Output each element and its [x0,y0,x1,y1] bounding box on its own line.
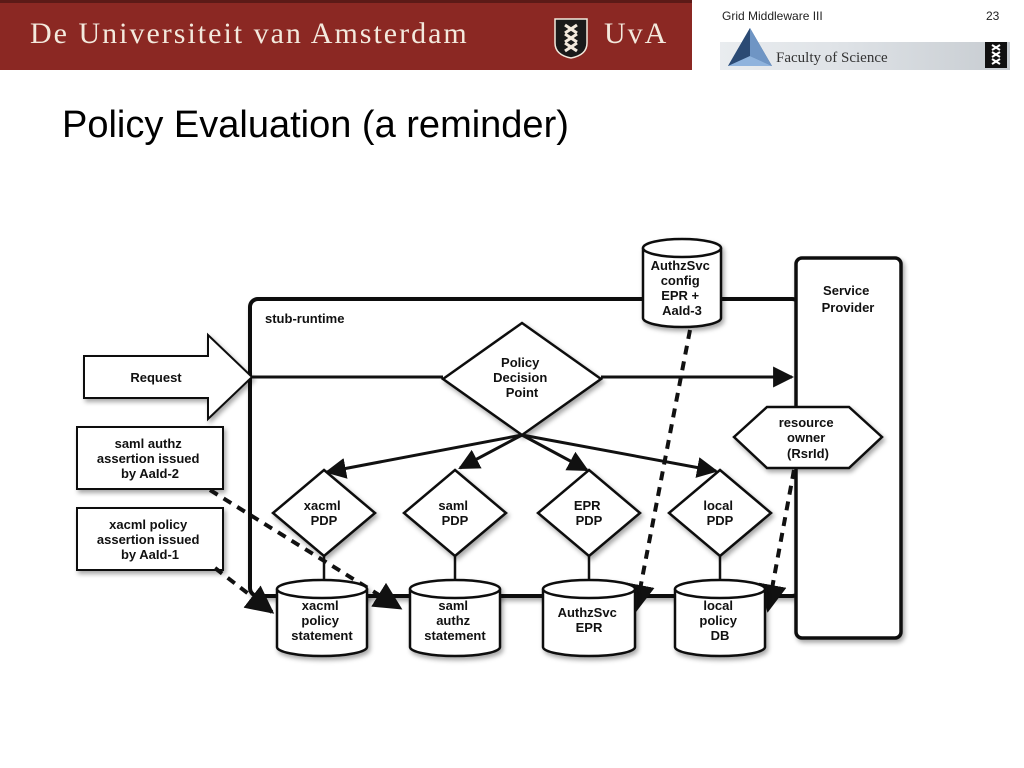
authz-config-cylinder [641,237,723,329]
local-pdp [667,468,773,558]
xacml-assertion-box [76,507,224,571]
epr-pdp-label: EPR PDP [574,498,604,528]
xacml-assertion-dashed-arrow [213,566,275,614]
saml-assertion-box [76,426,224,490]
xacml-assertion-label: xacml policy assertion issued by AaId-1 [97,517,203,562]
saml-authz-store-label: saml authz statement [424,598,486,643]
epr-pdp [536,468,642,558]
saml-pdp [402,468,508,558]
authz-epr-store-label: AuthzSvc EPR [558,605,621,635]
saml-assertion-label: saml authz assertion issued by AaId-2 [97,436,203,481]
page-number: 23 [986,9,1000,23]
stub-runtime-label: stub-runtime [265,311,344,326]
local-policy-store-label: local policy DB [699,598,740,643]
pdp-to-saml-arrow [458,433,523,470]
pdp-to-epr-arrow [521,433,589,472]
uva-crest-icon [554,18,588,59]
policy-decision-point-label: Policy Decision Point [493,355,551,400]
xacml-pdp-label: xacml PDP [304,498,345,528]
course-title: Grid Middleware III [722,9,823,23]
university-banner: De Universiteit van Amsterdam UvA [0,0,692,70]
authz-config-label: AuthzSvc config EPR + AaId-3 [651,258,714,318]
university-name: De Universiteit van Amsterdam [30,17,469,50]
resource-owner-label: resource owner (RsrId) [779,415,838,461]
saml-pdp-label: saml PDP [438,498,471,528]
xacml-policy-store-label: xacml policy statement [291,598,353,643]
saml-assertion-dashed-arrow [208,488,403,610]
service-provider-label: Service Provider [822,283,875,315]
resource-owner-hexagon [732,405,884,470]
faculty-name: Faculty of Science [776,50,888,66]
resource-owner-dashed-arrow [758,469,796,613]
request-arrow [83,332,254,422]
pdp-to-local-arrow [521,433,719,478]
pyramid-logo-icon [728,28,772,66]
local-pdp-label: local PDP [703,498,736,528]
authz-epr-store [541,578,637,658]
local-policy-store [673,578,767,658]
slide-title: Policy Evaluation (a reminder) [62,104,569,146]
xacml-pdp [271,468,377,558]
pdp-to-xacml-arrow [324,433,523,479]
university-abbr: UvA [604,17,669,50]
request-label: Request [130,370,182,385]
saml-authz-store [408,578,502,658]
uva-crest-small-icon [985,42,1007,68]
xacml-policy-store [275,578,369,658]
